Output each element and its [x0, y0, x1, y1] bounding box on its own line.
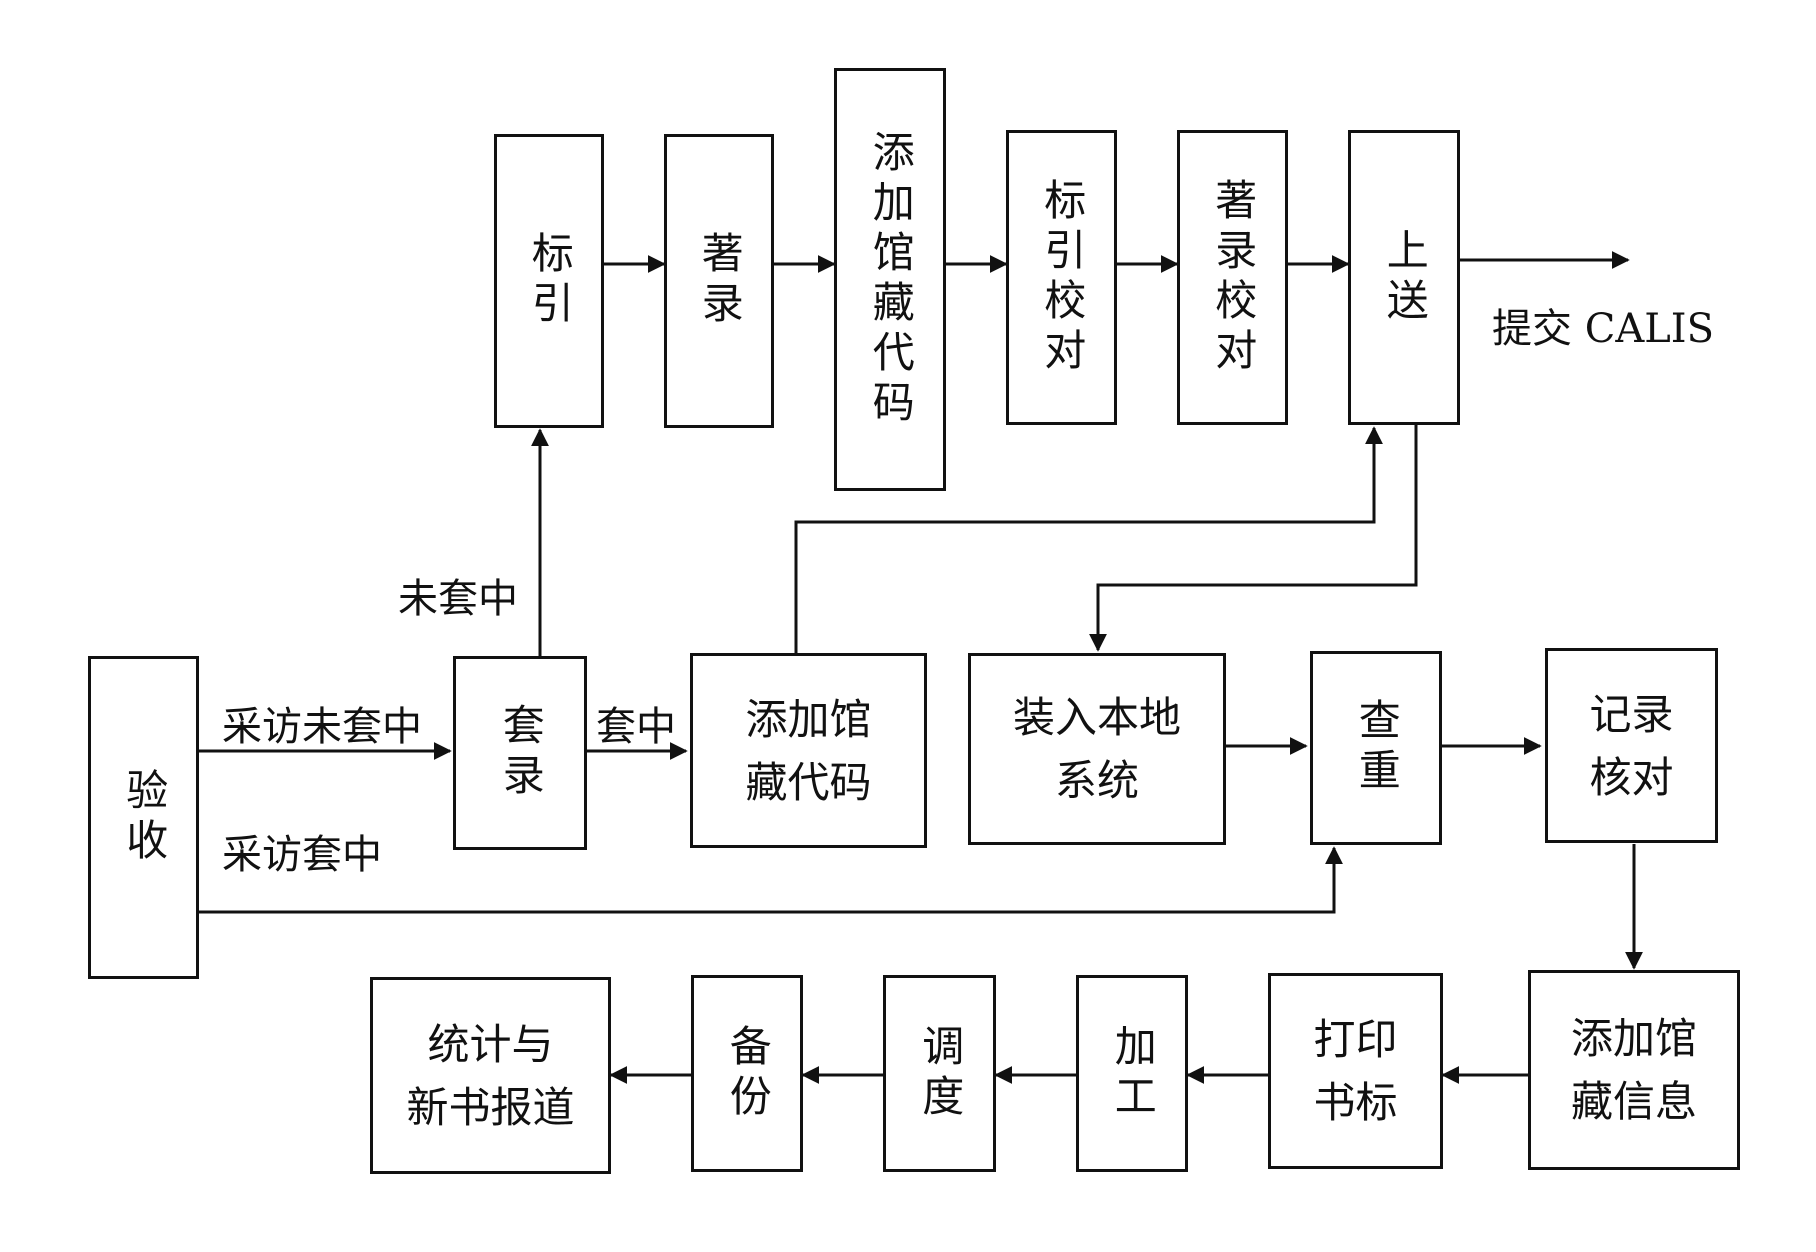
node-yanshou: 验收: [88, 656, 199, 979]
node-tongji-label: 统计与 新书报道: [406, 1019, 575, 1132]
node-jilu-hedui-label: 记录 核对: [1589, 689, 1674, 802]
node-tongji: 统计与 新书报道: [370, 977, 611, 1174]
node-zhulu-jiaodui: 著录校对: [1177, 130, 1288, 425]
node-dayin: 打印 书标: [1268, 973, 1443, 1169]
node-tianjia-top: 添加馆藏代码: [834, 68, 946, 491]
node-chazhong: 查重: [1310, 651, 1442, 845]
node-zhulu-jiaodui-label: 著录校对: [1208, 177, 1258, 378]
node-jiagong: 加工: [1076, 975, 1188, 1172]
node-shangsong: 上送: [1348, 130, 1460, 425]
arrow-shangsong-zhuangru: [1089, 425, 1418, 652]
node-dayin-label: 打印 书标: [1313, 1015, 1398, 1127]
node-diaodu-label: 调度: [915, 1023, 965, 1124]
node-zhulu: 著录: [664, 134, 774, 428]
label-caifang-taozhong: 采访套中: [222, 832, 382, 878]
node-taolu: 套录: [453, 656, 587, 850]
node-zhuangru-label: 装入本地 系统: [1012, 693, 1181, 805]
node-tianjia-top-label: 添加馆藏代码: [866, 129, 916, 430]
node-taolu-label: 套录: [496, 703, 546, 803]
node-tianjia-info-label: 添加馆 藏信息: [1570, 1014, 1697, 1126]
node-biaoyin-jiaodui: 标引校对: [1006, 130, 1117, 425]
node-tianjia-mid: 添加馆 藏代码: [690, 653, 927, 848]
arrow-yanshou-chazhong: [199, 846, 1343, 914]
node-shangsong-label: 上送: [1380, 227, 1430, 328]
node-yanshou-label: 验收: [119, 767, 169, 868]
node-biaoyin: 标引: [494, 134, 604, 428]
arrow-tianjia-shangsong: [794, 426, 1383, 656]
label-weitaozhong: 未套中: [398, 576, 518, 622]
node-jilu-hedui: 记录 核对: [1545, 648, 1718, 843]
node-zhuangru: 装入本地 系统: [968, 653, 1226, 845]
node-jiagong-label: 加工: [1108, 1023, 1158, 1124]
node-beifen-label: 备份: [723, 1023, 773, 1124]
label-caifang-weitaozhong: 采访未套中: [222, 704, 422, 750]
label-submit-calis: 提交 CALIS: [1492, 306, 1714, 352]
label-taozhong: 套中: [596, 704, 676, 750]
node-zhulu-label: 著录: [695, 231, 745, 331]
node-tianjia-mid-label: 添加馆 藏代码: [745, 694, 872, 807]
node-diaodu: 调度: [883, 975, 996, 1172]
node-biaoyin-jiaodui-label: 标引校对: [1037, 177, 1087, 378]
node-beifen: 备份: [691, 975, 803, 1172]
node-biaoyin-label: 标引: [525, 231, 575, 331]
node-tianjia-info: 添加馆 藏信息: [1528, 970, 1740, 1170]
node-chazhong-label: 查重: [1352, 698, 1402, 798]
